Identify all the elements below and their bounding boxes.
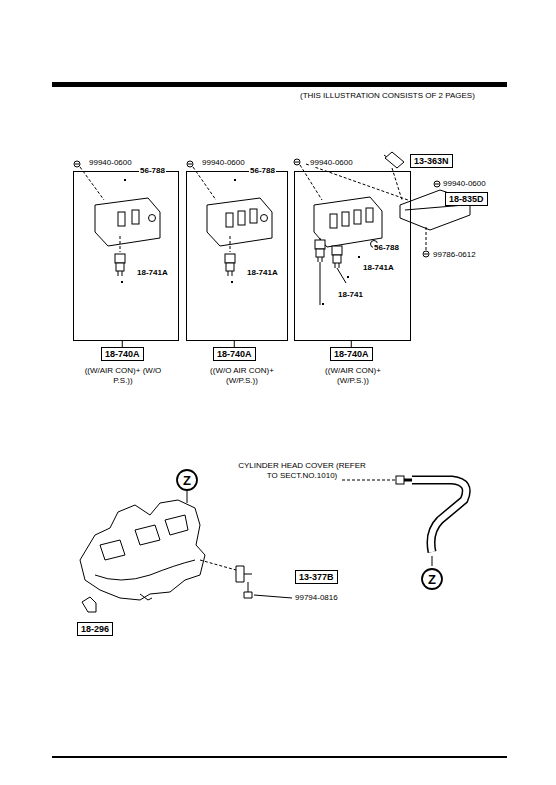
part-number: 18-741A	[362, 263, 395, 273]
reference-letter: Z	[176, 469, 198, 491]
relay-group-frame: 99940-060056-78818-741A18-741	[294, 171, 411, 341]
condition-note: ((W/AIR CON)+ (W/P.S.))	[312, 366, 394, 386]
part-number: 56-788	[249, 166, 276, 176]
part-number-box: 18-741	[322, 303, 324, 305]
part-number: 18-296	[78, 623, 112, 635]
intake-manifold	[80, 491, 292, 612]
page-note: (THIS ILLUSTRATION CONSISTS OF 2 PAGES)	[300, 91, 510, 101]
part-number: 18-741	[337, 290, 364, 300]
part-number: 18-740A	[331, 348, 372, 360]
part-number-box: 18-740A	[213, 347, 256, 361]
condition-note: ((W/O AIR CON)+ (W/P.S.))	[196, 366, 288, 386]
fastener-number: 99786-0612	[433, 250, 493, 260]
part-number: 18-740A	[214, 348, 255, 360]
part-number: 18-741A	[246, 268, 279, 278]
screw-number: 99940-0600	[88, 158, 133, 167]
screw-number: 99940-0600	[309, 158, 354, 167]
part-number: 13-377B	[296, 571, 337, 583]
reference-letter: Z	[421, 568, 443, 590]
part-number-box: 13-363N	[410, 154, 453, 168]
reference-note: CYLINDER HEAD COVER (REFER TO SECT.NO.10…	[232, 461, 372, 481]
part-number-box: 18-740A	[101, 347, 144, 361]
relay-group-frame: 99940-060056-78818-741A	[186, 171, 288, 341]
relay-group-frame: 99940-060056-78818-741A	[73, 171, 179, 341]
part-number-box: 18-741A	[231, 281, 233, 283]
part-number: 56-788	[139, 166, 166, 176]
fastener-number: 99794-0816	[295, 593, 355, 603]
part-number: 56-788	[373, 243, 400, 253]
part-number: 18-835D	[446, 193, 487, 205]
part-number-box: 18-835D	[445, 192, 488, 206]
part-number-box: 13-377B	[295, 570, 338, 584]
part-number: 18-741A	[136, 268, 169, 278]
part-number: 18-740A	[102, 348, 143, 360]
part-number: 13-363N	[411, 155, 452, 167]
screw-number: 99940-0600	[201, 158, 246, 167]
part-number-box: 56-788	[124, 179, 126, 181]
part-number-box: 56-788	[358, 256, 360, 258]
part-number-box: 18-740A	[330, 347, 373, 361]
part-number-box: 18-741A	[121, 281, 123, 283]
reference-circle: Z	[176, 469, 198, 491]
reference-circle: Z	[421, 568, 443, 590]
part-number-box: 18-296	[77, 622, 113, 636]
part-number-box: 56-788	[234, 179, 236, 181]
condition-note: ((W/AIR CON)+ (W/O P.S.))	[82, 366, 164, 386]
rules	[52, 82, 507, 758]
fastener-number: 99940-0600	[443, 179, 503, 189]
hose	[342, 476, 466, 566]
part-number-box: 18-741A	[347, 276, 349, 278]
